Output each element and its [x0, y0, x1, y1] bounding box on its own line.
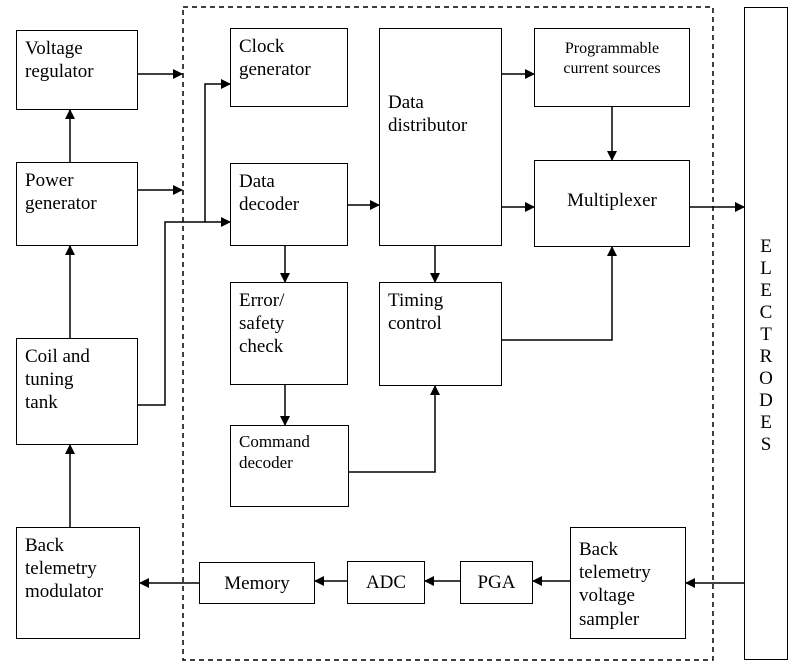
data-distributor-label: Data distributor [388, 92, 468, 137]
pga-block: PGA [460, 561, 533, 604]
command-decoder-block: Command decoder [230, 425, 349, 507]
voltage-regulator-label: Voltage regulator [25, 38, 94, 83]
timing-control-block: Timing control [379, 282, 502, 386]
programmable-current-sources-block: Programmable current sources [534, 28, 690, 107]
programmable-current-sources-label: Programmable current sources [563, 40, 661, 77]
wire-command-to-timing [349, 385, 440, 473]
clock-generator-label: Clock generator [239, 36, 311, 81]
electrodes-label: E L E C T R O D E S [759, 236, 773, 455]
back-telemetry-modulator-label: Back telemetry modulator [25, 535, 104, 603]
data-decoder-block: Data decoder [230, 163, 348, 246]
timing-control-label: Timing control [388, 290, 444, 335]
back-telemetry-modulator-block: Back telemetry modulator [16, 527, 140, 639]
back-telemetry-voltage-sampler-block: Back telemetry voltage sampler [570, 527, 686, 639]
adc-block: ADC [347, 561, 425, 604]
voltage-regulator-block: Voltage regulator [16, 30, 138, 110]
adc-label: ADC [365, 572, 407, 593]
error-safety-check-label: Error/ safety check [239, 290, 285, 358]
multiplexer-block: Multiplexer [534, 160, 690, 247]
power-generator-label: Power generator [25, 170, 97, 215]
clock-generator-block: Clock generator [230, 28, 348, 107]
wire-to-clock-generator [204, 79, 231, 222]
wire-timing-to-multiplexer [502, 246, 617, 341]
error-safety-check-block: Error/ safety check [230, 282, 348, 385]
multiplexer-label: Multiplexer [567, 190, 657, 211]
power-generator-block: Power generator [16, 162, 138, 246]
coil-tuning-tank-label: Coil and tuning tank [25, 346, 90, 414]
command-decoder-label: Command decoder [239, 432, 310, 472]
data-distributor-block: Data distributor [379, 28, 502, 246]
data-decoder-label: Data decoder [239, 171, 300, 216]
coil-tuning-tank-block: Coil and tuning tank [16, 338, 138, 445]
memory-block: Memory [199, 562, 315, 604]
memory-label: Memory [224, 573, 290, 594]
pga-label: PGA [477, 572, 516, 593]
wire-coil-to-decoder [138, 217, 231, 406]
electrodes-block: E L E C T R O D E S [744, 7, 788, 660]
implant-boundary [182, 6, 714, 661]
back-telemetry-voltage-sampler-label: Back telemetry voltage sampler [579, 539, 651, 630]
